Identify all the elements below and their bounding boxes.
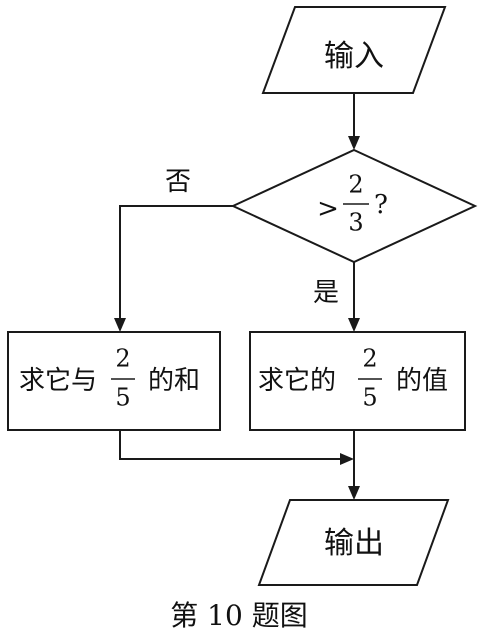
input-parallelogram xyxy=(261,6,447,94)
left-process-node: 求它与 2 5 的和 xyxy=(7,331,221,431)
input-label: 输入 xyxy=(324,39,384,74)
arrowhead-left-merge xyxy=(340,453,354,465)
decision-node: > 2 3 ? xyxy=(230,148,478,264)
left-process-numerator: 2 xyxy=(115,345,130,373)
arrow-left-merge xyxy=(119,430,346,460)
figure-caption: 第 10 题图 xyxy=(170,599,308,632)
decision-numerator: 2 xyxy=(348,171,363,199)
right-process-node: 求它的 2 5 的值 xyxy=(249,331,466,431)
arrowhead-input-to-decision xyxy=(348,136,360,150)
no-label: 否 xyxy=(165,167,191,197)
decision-denominator: 3 xyxy=(348,209,363,237)
arrowhead-to-output xyxy=(348,486,360,500)
arrowhead-no-branch xyxy=(114,318,126,332)
decision-diamond xyxy=(230,148,478,264)
output-parallelogram xyxy=(257,499,450,586)
left-process-suffix: 的和 xyxy=(148,366,200,396)
yes-label: 是 xyxy=(313,278,339,308)
right-process-suffix: 的值 xyxy=(396,366,448,396)
output-node: 输出 xyxy=(257,499,450,586)
decision-question-mark: ? xyxy=(374,190,388,220)
right-process-box xyxy=(249,331,466,431)
input-node: 输入 xyxy=(261,6,447,94)
arrowhead-yes-branch xyxy=(348,318,360,332)
left-process-denominator: 5 xyxy=(115,384,130,412)
right-process-denominator: 5 xyxy=(362,384,377,412)
arrow-no-branch xyxy=(119,205,233,324)
left-process-box xyxy=(7,331,221,431)
right-process-prefix: 求它的 xyxy=(258,366,336,396)
output-label: 输出 xyxy=(324,526,384,561)
left-process-prefix: 求它与 xyxy=(19,366,97,396)
right-process-numerator: 2 xyxy=(362,345,377,373)
decision-symbol: > xyxy=(317,194,339,224)
